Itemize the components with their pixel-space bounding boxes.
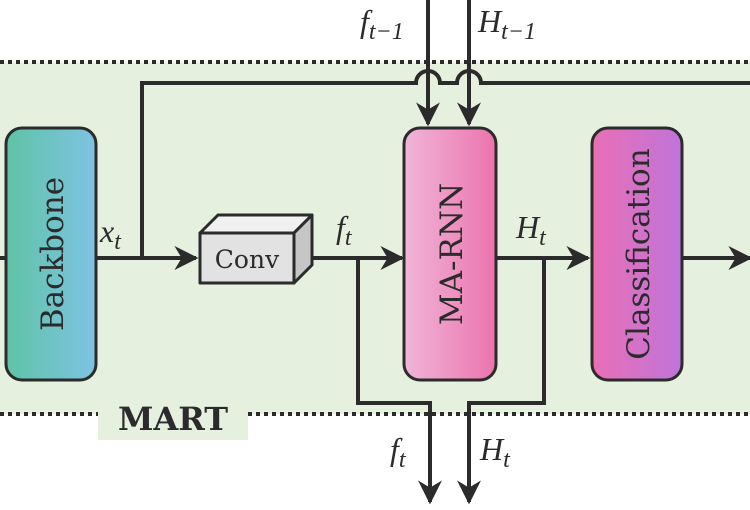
x-skip-path [140, 69, 750, 258]
h-prev-label: Ht−1 [477, 3, 536, 45]
classification-label: Classification [621, 148, 657, 359]
classification-block: Classification [590, 126, 684, 382]
marnn-label: MA-RNN [434, 183, 470, 325]
backbone-label: Backbone [35, 177, 71, 331]
h-out-label: Ht [479, 431, 511, 473]
h-out-path [457, 258, 546, 505]
conv-label: Conv [215, 245, 280, 274]
conv-block: Conv [198, 213, 314, 285]
f-out-path [356, 258, 442, 505]
signal-labels: xt ft Ht ft−1 Ht−1 ft Ht [99, 3, 547, 473]
mart-label: MART [118, 400, 228, 438]
f-out-label: ft [390, 431, 407, 473]
f-prev-label: ft−1 [360, 3, 404, 45]
h-t-label: Ht [515, 209, 547, 251]
backbone-block: Backbone [4, 126, 98, 382]
marnn-block: MA-RNN [402, 126, 498, 382]
x-t-label: xt [99, 213, 122, 255]
conv-front-face [198, 231, 296, 285]
